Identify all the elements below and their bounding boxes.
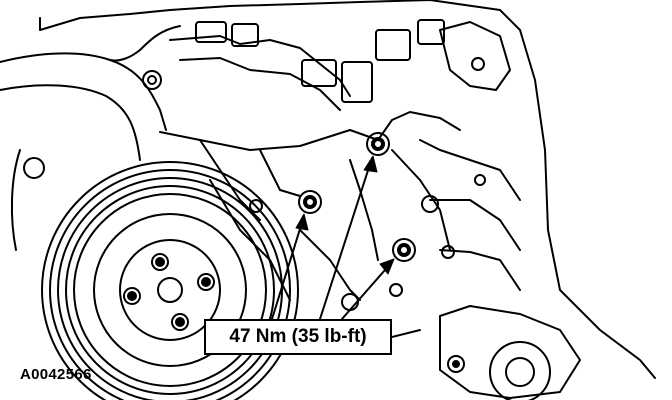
tensioner-pulley-outer: [489, 341, 551, 400]
coolant-hose-inner: [109, 25, 181, 62]
torque-callout-label: 47 Nm (35 lb-ft): [204, 319, 392, 355]
pulley-bolt-1-head: [155, 257, 165, 267]
pulley-center: [157, 277, 183, 303]
timing-cover-rib-1: [159, 129, 379, 151]
pulley-bolt-3-head: [127, 291, 137, 301]
leader-line-left: [271, 215, 305, 320]
lower-bolt: [447, 355, 465, 373]
connector-block-6: [417, 19, 445, 45]
timing-cover-rib-7: [419, 139, 521, 201]
timing-cover-rib-6: [349, 159, 379, 261]
target-bolt-right: [392, 238, 416, 262]
connector-block-1: [195, 21, 227, 43]
tensioner-bracket: [439, 305, 581, 399]
pulley-bolt-1: [151, 253, 169, 271]
pulley-bolt-4: [171, 313, 189, 331]
timing-cover-rib-8: [429, 199, 521, 251]
boss-4: [249, 199, 263, 213]
arrowhead-top: [363, 155, 378, 173]
harness-bundle-lower: [179, 57, 341, 111]
lower-bolt-inner: [452, 360, 460, 368]
timing-cover-rib-3: [259, 149, 301, 197]
bracket-bolt-upper-inner: [147, 75, 157, 85]
pulley-rim-5: [73, 193, 267, 387]
pulley-rim-outer: [41, 161, 299, 400]
target-bolt-left: [298, 190, 322, 214]
pulley-bolt-4-head: [175, 317, 185, 327]
timing-cover-rib-9: [439, 249, 521, 291]
crankshaft-pulley: [41, 161, 299, 400]
pulley-rim-2: [49, 169, 291, 400]
engine-block-outline: [39, 0, 656, 379]
leader-line-top: [319, 157, 373, 320]
pulley-face: [93, 213, 247, 367]
sensor-housing: [439, 21, 511, 91]
boss-2: [441, 245, 455, 259]
idler-small-left: [23, 157, 45, 179]
leader-line-right: [341, 261, 393, 320]
pulley-rim-4: [65, 185, 275, 395]
connector-block-2: [231, 23, 259, 47]
boss-3: [389, 283, 403, 297]
arrowhead-right: [379, 258, 395, 275]
arrowhead-left: [295, 213, 309, 231]
belt-edge-left: [10, 149, 21, 251]
timing-cover-rib-4: [377, 111, 461, 141]
connector-block-4: [341, 61, 373, 103]
boss-5: [474, 174, 486, 186]
tensioner-pulley-inner: [505, 357, 535, 387]
figure-id-label: A0042566: [20, 366, 92, 383]
boss-1: [421, 195, 439, 213]
pulley-bolt-3: [123, 287, 141, 305]
sensor-bolt: [471, 57, 485, 71]
bracket-bolt-upper: [142, 70, 162, 90]
coolant-hose-lower: [0, 84, 141, 161]
target-bolt-top: [366, 132, 390, 156]
pulley-hub: [119, 239, 221, 341]
connector-block-5: [375, 29, 411, 61]
pulley-bolt-2-head: [201, 277, 211, 287]
connector-block-3: [301, 59, 337, 87]
coolant-hose-upper: [0, 52, 167, 131]
pulley-bolt-2: [197, 273, 215, 291]
